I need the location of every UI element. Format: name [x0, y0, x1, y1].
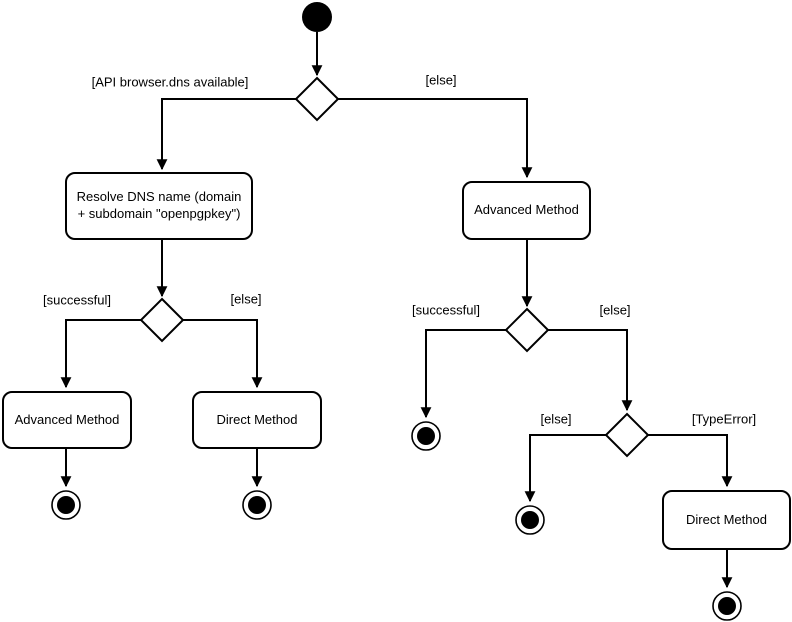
edge-label-else-top: [else]: [423, 72, 459, 88]
activity-resolve-dns: Resolve DNS name (domain + subdomain "op…: [65, 172, 253, 240]
edge-decision3-to-decision4: [548, 329, 633, 412]
decision-type-error: [604, 412, 650, 458]
start-node: [302, 2, 332, 32]
final-node-2: [242, 490, 272, 520]
decision-advanced-successful: [504, 307, 550, 353]
activity-advanced-method-left: Advanced Method: [2, 391, 132, 449]
edge-label-else-nested: [else]: [538, 411, 574, 427]
final-node-1: [51, 490, 81, 520]
edge-label-else-left: [else]: [228, 291, 264, 307]
decision-api-available: [294, 76, 340, 122]
edge-decision2-to-advanced-left: [60, 319, 141, 389]
edge-label-successful-right: [successful]: [410, 302, 482, 318]
edge-label-else-right: [else]: [597, 302, 633, 318]
edge-decision1-to-resolve-dns: [156, 98, 296, 171]
edge-decision4-to-final4: [524, 434, 606, 503]
activity-advanced-method-right: Advanced Method: [462, 181, 591, 240]
edge-decision3-to-final3: [420, 329, 506, 419]
edge-label-successful-left: [successful]: [41, 292, 113, 308]
edge-decision4-to-direct-right: [648, 434, 733, 488]
final-node-5: [712, 591, 742, 621]
final-node-3: [411, 421, 441, 451]
edge-decision2-to-direct-left: [183, 319, 263, 389]
edge-label-api-browser-dns-available: [API browser.dns available]: [89, 74, 251, 90]
edge-decision1-to-advanced-right: [338, 98, 533, 179]
edge-label-type-error: [TypeError]: [689, 411, 759, 427]
final-node-4: [515, 505, 545, 535]
decision-dns-successful: [139, 297, 185, 343]
activity-direct-method-left: Direct Method: [192, 391, 322, 449]
activity-direct-method-right: Direct Method: [662, 490, 791, 550]
